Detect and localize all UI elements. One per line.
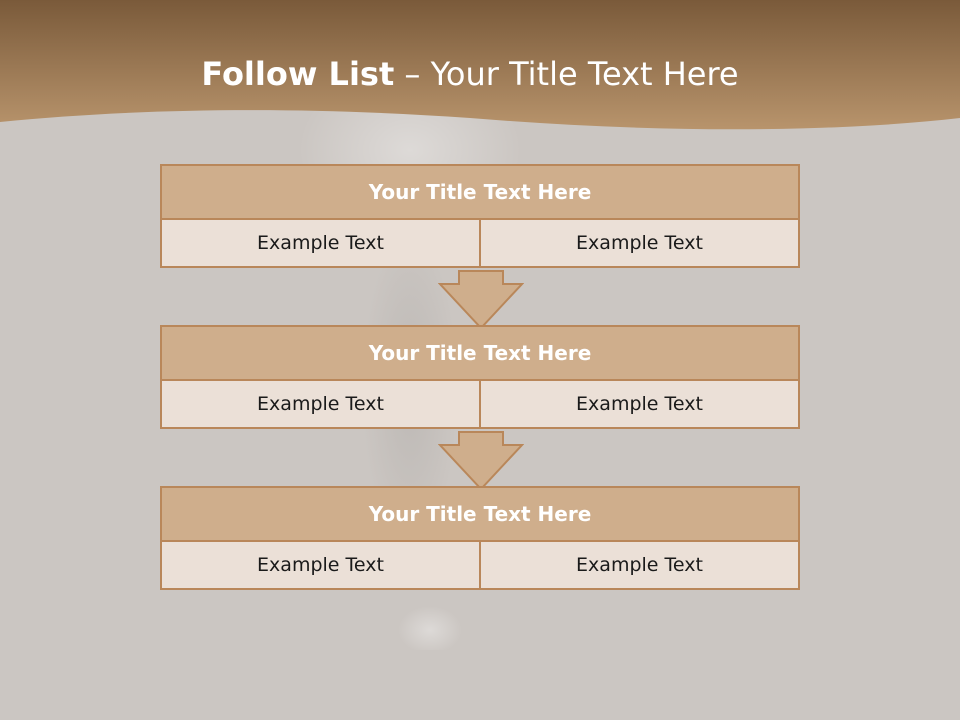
slide-title-rest: – Your Title Text Here	[394, 55, 739, 93]
list-block: Your Title Text Here Example Text Exampl…	[160, 325, 800, 429]
block-cell-right: Example Text	[479, 218, 800, 268]
list-block: Your Title Text Here Example Text Exampl…	[160, 486, 800, 590]
block-cell-left: Example Text	[160, 218, 481, 268]
slide-title-bold: Follow List	[201, 55, 395, 93]
block-row: Example Text Example Text	[160, 218, 800, 268]
header-band	[0, 0, 960, 130]
block-row: Example Text Example Text	[160, 540, 800, 590]
down-arrow-icon	[438, 270, 524, 330]
block-title: Your Title Text Here	[160, 486, 800, 542]
block-cell-left: Example Text	[160, 540, 481, 590]
slide-title: Follow List – Your Title Text Here	[0, 52, 940, 96]
block-title: Your Title Text Here	[160, 164, 800, 220]
down-arrow-icon	[438, 431, 524, 491]
list-block: Your Title Text Here Example Text Exampl…	[160, 164, 800, 268]
block-row: Example Text Example Text	[160, 379, 800, 429]
block-cell-right: Example Text	[479, 379, 800, 429]
block-cell-left: Example Text	[160, 379, 481, 429]
block-cell-right: Example Text	[479, 540, 800, 590]
block-title: Your Title Text Here	[160, 325, 800, 381]
